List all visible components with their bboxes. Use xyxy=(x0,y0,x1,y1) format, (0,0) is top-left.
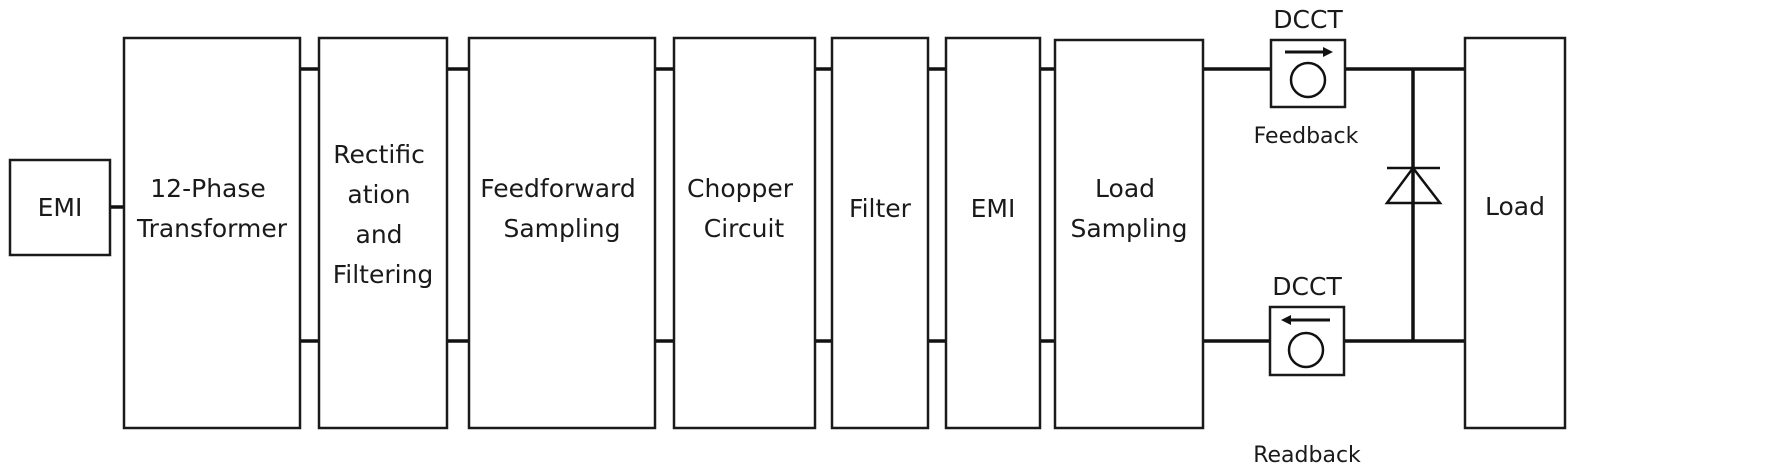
block-load-sampling-label: Load Sampling xyxy=(1070,174,1187,243)
dcct-readback-sensor: DCCT Readback xyxy=(1253,272,1361,468)
block-emi-output: EMI xyxy=(944,36,1042,430)
block-feedforward-sampling: Feedforward Sampling xyxy=(467,36,657,430)
block-rectification-filtering: Rectific ation and Filtering xyxy=(317,36,449,430)
block-feedforward-label: Feedforward Sampling xyxy=(480,174,643,243)
current-transformer-ring-icon xyxy=(1287,331,1325,369)
dcct-top-title: DCCT xyxy=(1273,5,1343,34)
block-transformer-label: 12-Phase Transformer xyxy=(136,174,288,243)
block-emi-input-label: EMI xyxy=(38,193,83,222)
current-transformer-ring-icon xyxy=(1289,61,1327,99)
block-load-sampling: Load Sampling xyxy=(1053,38,1205,430)
block-emi-output-label: EMI xyxy=(971,194,1016,223)
block-chopper-label: Chopper Circuit xyxy=(687,174,801,243)
block-load: Load xyxy=(1463,36,1567,430)
block-filter-label: Filter xyxy=(849,194,912,223)
block-chopper-circuit: Chopper Circuit xyxy=(672,36,817,430)
block-rectification-label: Rectific ation and Filtering xyxy=(333,140,434,289)
block-emi-input: EMI xyxy=(8,158,112,257)
dcct-bottom-caption: Readback xyxy=(1253,443,1361,468)
dcct-bottom-title: DCCT xyxy=(1272,272,1342,301)
block-12-phase-transformer: 12-Phase Transformer xyxy=(122,36,302,430)
block-load-label: Load xyxy=(1485,192,1545,221)
dcct-feedback-sensor: DCCT Feedback xyxy=(1254,5,1359,149)
arrow-right-head-icon xyxy=(1323,47,1333,57)
arrow-left-head-icon xyxy=(1281,315,1291,325)
block-filter: Filter xyxy=(830,36,930,430)
freewheeling-diode-icon xyxy=(1384,165,1443,205)
dcct-top-caption: Feedback xyxy=(1254,124,1359,149)
